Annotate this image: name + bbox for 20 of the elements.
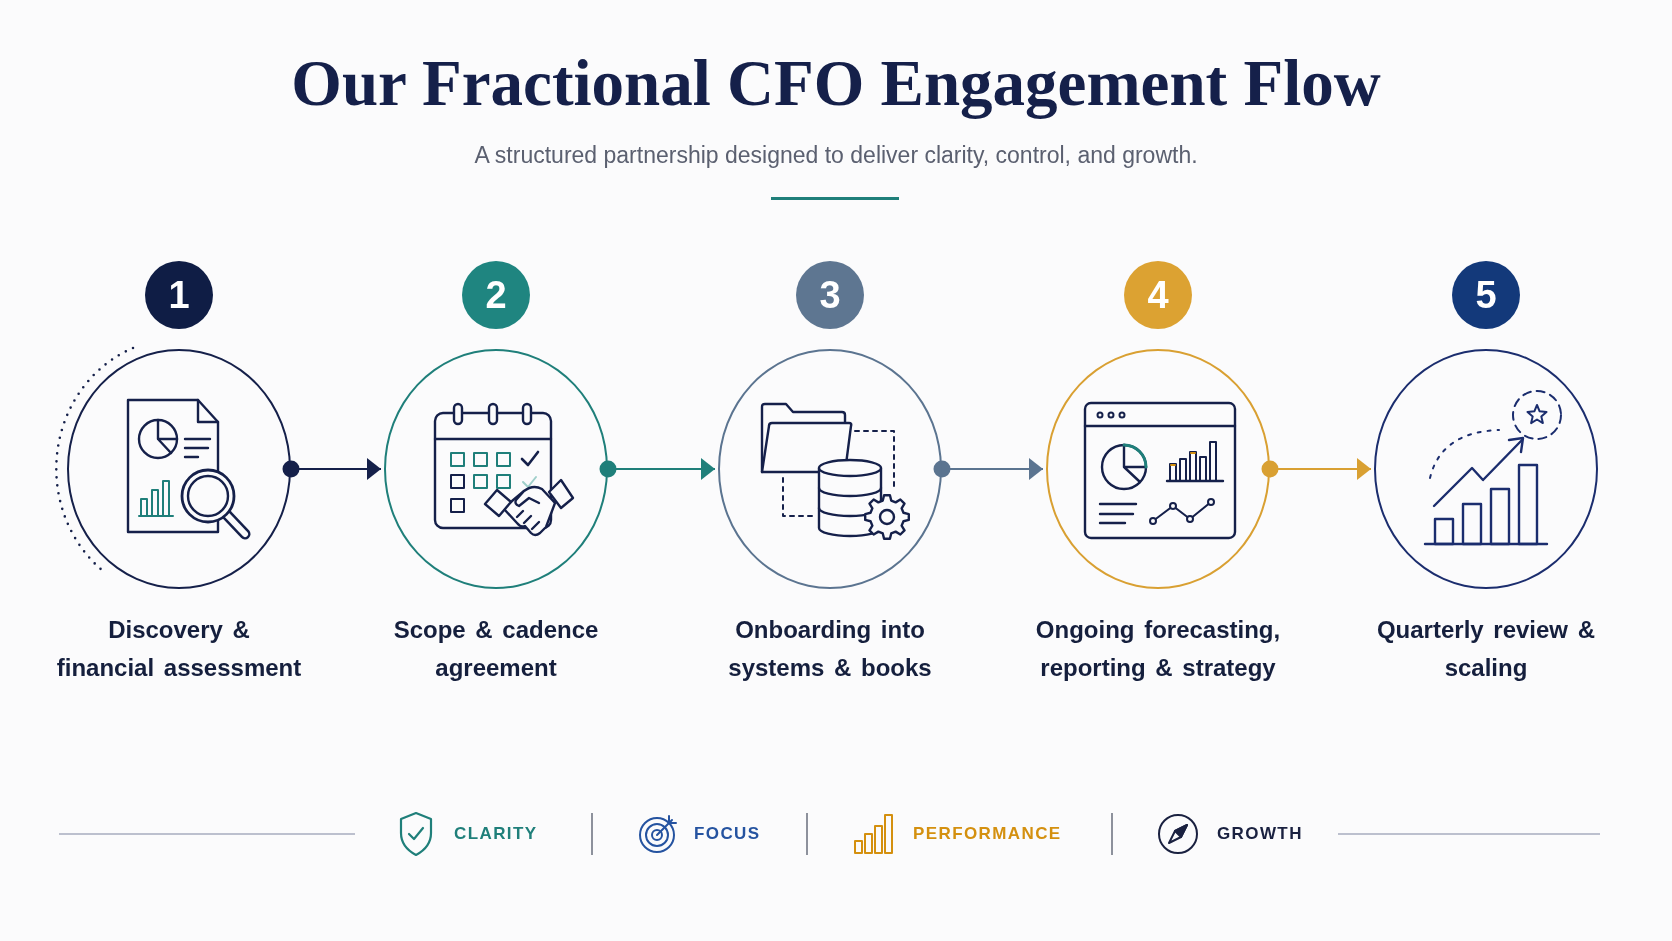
step-number-badge: 4 (1124, 261, 1192, 329)
step-label: Onboarding into systems & books (727, 615, 933, 683)
arrow (933, 458, 1043, 480)
step-label: Ongoing forecasting, reporting & strategy (1034, 615, 1282, 683)
subtitle: A structured partnership designed to deliver clarity, control, and growth. (474, 141, 1198, 170)
step-label: Discovery & financial assessment (55, 615, 303, 683)
step-number-badge: 3 (796, 261, 864, 329)
arrow (1261, 458, 1371, 480)
step-number-badge: 5 (1452, 261, 1520, 329)
arrow (599, 458, 715, 480)
value-label: FOCUS (694, 823, 761, 845)
step-number-badge: 2 (462, 261, 530, 329)
value-label: GROWTH (1217, 823, 1303, 845)
arrow (282, 458, 381, 480)
value-label: CLARITY (454, 823, 538, 845)
step-label: Scope & cadence agreement (392, 615, 600, 683)
step-label: Quarterly review & scaling (1375, 615, 1597, 683)
step-number-badge: 1 (145, 261, 213, 329)
title: Our Fractional CFO Engagement Flow (291, 46, 1381, 121)
value-label: PERFORMANCE (913, 823, 1062, 845)
